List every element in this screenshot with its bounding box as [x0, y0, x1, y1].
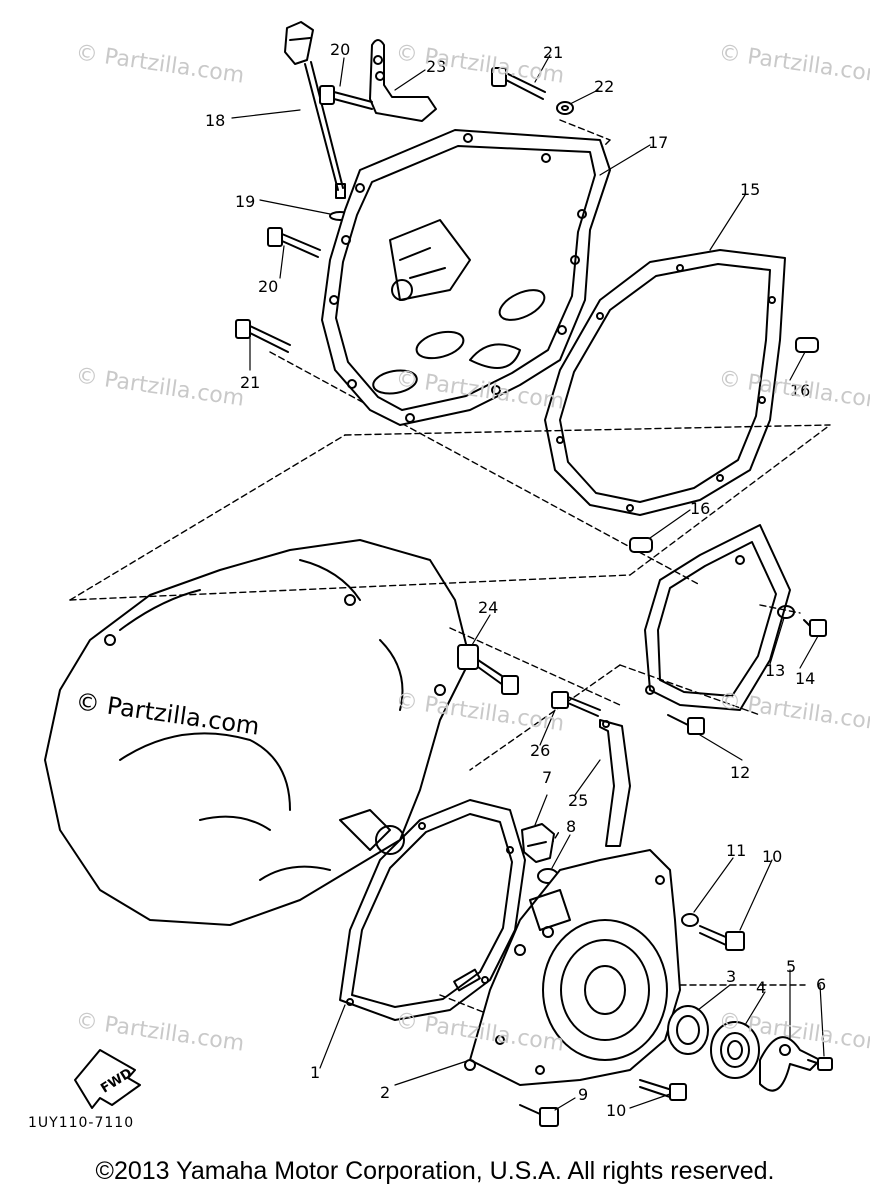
crankcase-cover-2	[464, 849, 681, 1086]
callout-18: 18	[205, 111, 225, 130]
callout-3: 3	[726, 967, 736, 986]
bolt-21-left	[235, 319, 291, 353]
callout-16-upper: 16	[790, 381, 810, 400]
bolt-26	[551, 691, 601, 717]
guide-25	[599, 719, 631, 847]
callout-21-top: 21	[543, 43, 563, 62]
callout-4: 4	[756, 978, 766, 997]
crankcase-cover-17	[321, 129, 611, 426]
callout-8: 8	[566, 817, 576, 836]
callout-20-left: 20	[258, 277, 278, 296]
callout-11: 11	[726, 841, 746, 860]
callout-15: 15	[740, 180, 760, 199]
callout-16-lower: 16	[690, 499, 710, 518]
callout-12: 12	[730, 763, 750, 782]
oil-seal-3	[667, 1005, 709, 1055]
dowel-pin-16-lower	[629, 537, 653, 553]
exploded-parts-diagram: 1 2 3 4 5 6 7 8 9 10 10 11 12 13 14 15 1…	[44, 21, 833, 1127]
bolt-10-lower	[639, 1079, 687, 1101]
gasket-1	[339, 799, 526, 1021]
dowel-pin-16-upper	[795, 337, 819, 353]
bolt-24	[457, 644, 519, 695]
stopper-plate-5	[759, 1036, 821, 1092]
callout-10-upper: 10	[762, 847, 782, 866]
washer-11	[681, 913, 699, 927]
bolt-9	[519, 1104, 559, 1127]
callout-6: 6	[816, 975, 826, 994]
bearing-4	[710, 1021, 760, 1079]
callout-labels: 1 2 3 4 5 6 7 8 9 10 10 11 12 13 14 15 1…	[205, 40, 826, 1120]
callout-5: 5	[786, 957, 796, 976]
diagram-code: 1UY110-7110	[28, 1115, 135, 1131]
screw-6	[807, 1057, 833, 1071]
leader-lines	[231, 54, 825, 1111]
callout-20-top: 20	[330, 40, 350, 59]
callout-23: 23	[426, 57, 446, 76]
bolt-21-top	[491, 67, 546, 100]
callout-22: 22	[594, 77, 614, 96]
engine-crankcase	[44, 539, 471, 926]
callout-9: 9	[578, 1085, 588, 1104]
oil-plug-7	[521, 823, 555, 863]
washer-22	[556, 101, 574, 115]
copyright-notice: ©2013 Yamaha Motor Corporation, U.S.A. A…	[95, 1157, 775, 1185]
fwd-arrow	[74, 1049, 141, 1109]
bracket-23	[369, 39, 437, 122]
bolt-20-left	[267, 227, 321, 258]
diagram-drawing: 1 2 3 4 5 6 7 8 9 10 10 11 12 13 14 15 1…	[44, 21, 833, 1127]
callout-7: 7	[542, 768, 552, 787]
callout-21-left: 21	[240, 373, 260, 392]
callout-26: 26	[530, 741, 550, 760]
callout-14: 14	[795, 669, 815, 688]
chain-cover	[644, 524, 791, 711]
callout-24: 24	[478, 598, 498, 617]
bolt-14	[803, 619, 827, 637]
washer-13	[777, 605, 795, 619]
callout-13: 13	[765, 661, 785, 680]
bolt-20-top	[319, 85, 373, 110]
gasket-15	[544, 249, 786, 516]
callout-2: 2	[380, 1083, 390, 1102]
callout-19: 19	[235, 192, 255, 211]
callout-17: 17	[648, 133, 668, 152]
bolt-12	[667, 714, 705, 735]
bolt-10-upper	[699, 925, 745, 951]
callout-10-lower: 10	[606, 1101, 626, 1120]
dipstick-18	[284, 21, 346, 199]
callout-25: 25	[568, 791, 588, 810]
callout-1: 1	[310, 1063, 320, 1082]
